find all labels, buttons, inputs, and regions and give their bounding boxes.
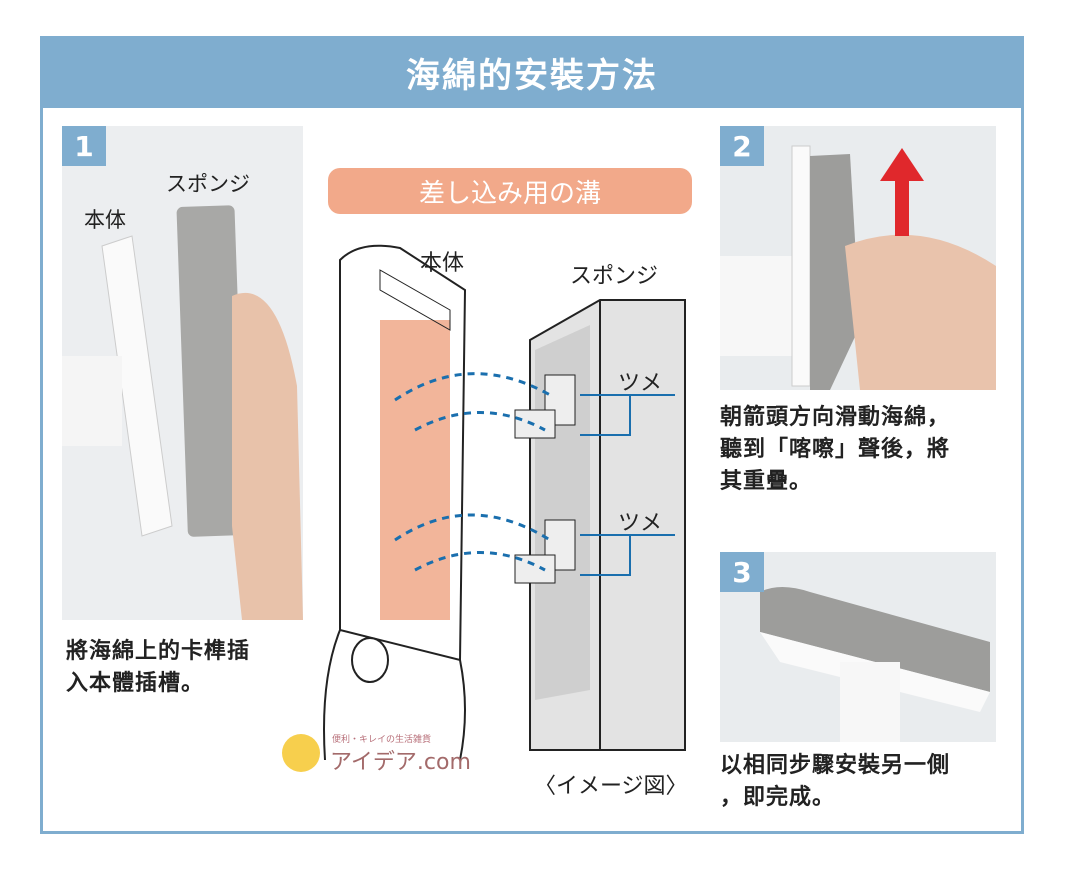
logo: 便利・キレイの生活雑貨 アイデア.com (282, 732, 482, 776)
caption-line: 朝箭頭方向滑動海綿， (720, 405, 951, 430)
caption-line: ，即完成。 (720, 785, 836, 810)
diagram-sponge-label: スポンジ (570, 264, 659, 289)
logo-name: アイデア.com (330, 750, 471, 775)
step1-illustration (62, 205, 303, 620)
step1-caption: 將海綿上的卡榫插 入本體插槽。 (66, 636, 250, 700)
step3-photo: 3 (720, 552, 996, 742)
step1-badge: 1 (62, 126, 106, 166)
groove-label: 差し込み用の溝 (328, 168, 692, 214)
caption-line: 以相同步驟安裝另一側 (720, 753, 951, 778)
diagram-footnote: 〈イメージ図〉 (534, 774, 688, 799)
step3-badge: 3 (720, 552, 764, 592)
logo-icon (282, 734, 320, 772)
step2-caption: 朝箭頭方向滑動海綿， 聽到「喀嚓」聲後，將 其重疊。 (720, 402, 950, 498)
page-title: 海綿的安裝方法 (40, 36, 1024, 108)
step2-badge: 2 (720, 126, 764, 166)
caption-line: 將海綿上的卡榫插 (66, 639, 251, 664)
step2-illustration (720, 145, 996, 390)
step1-sponge-label: スポンジ (166, 172, 250, 196)
step2-photo: 2 (720, 126, 996, 390)
diagram-illustration (323, 244, 686, 760)
claw-label-bottom: ツメ (618, 511, 663, 536)
caption-line: 聽到「喀嚓」聲後，將 (720, 437, 951, 462)
step3-caption: 以相同步驟安裝另一側 ，即完成。 (720, 750, 950, 814)
caption-line: 其重疊。 (720, 469, 813, 494)
logo-tagline: 便利・キレイの生活雑貨 (332, 735, 432, 745)
step1-photo: 1 本体 スポンジ (62, 126, 303, 620)
step1-body-label: 本体 (84, 208, 126, 232)
diagram-body-label: 本体 (420, 251, 465, 276)
claw-label-top: ツメ (618, 371, 663, 396)
step3-illustration (760, 587, 990, 742)
caption-line: 入本體插槽。 (66, 671, 205, 696)
